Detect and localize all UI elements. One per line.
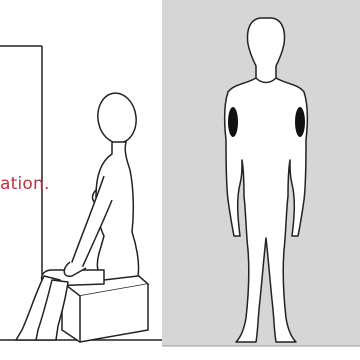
right-arm-highlight: [295, 107, 305, 137]
left-arm-highlight: [228, 107, 238, 137]
caption-text: ation.: [0, 174, 50, 194]
